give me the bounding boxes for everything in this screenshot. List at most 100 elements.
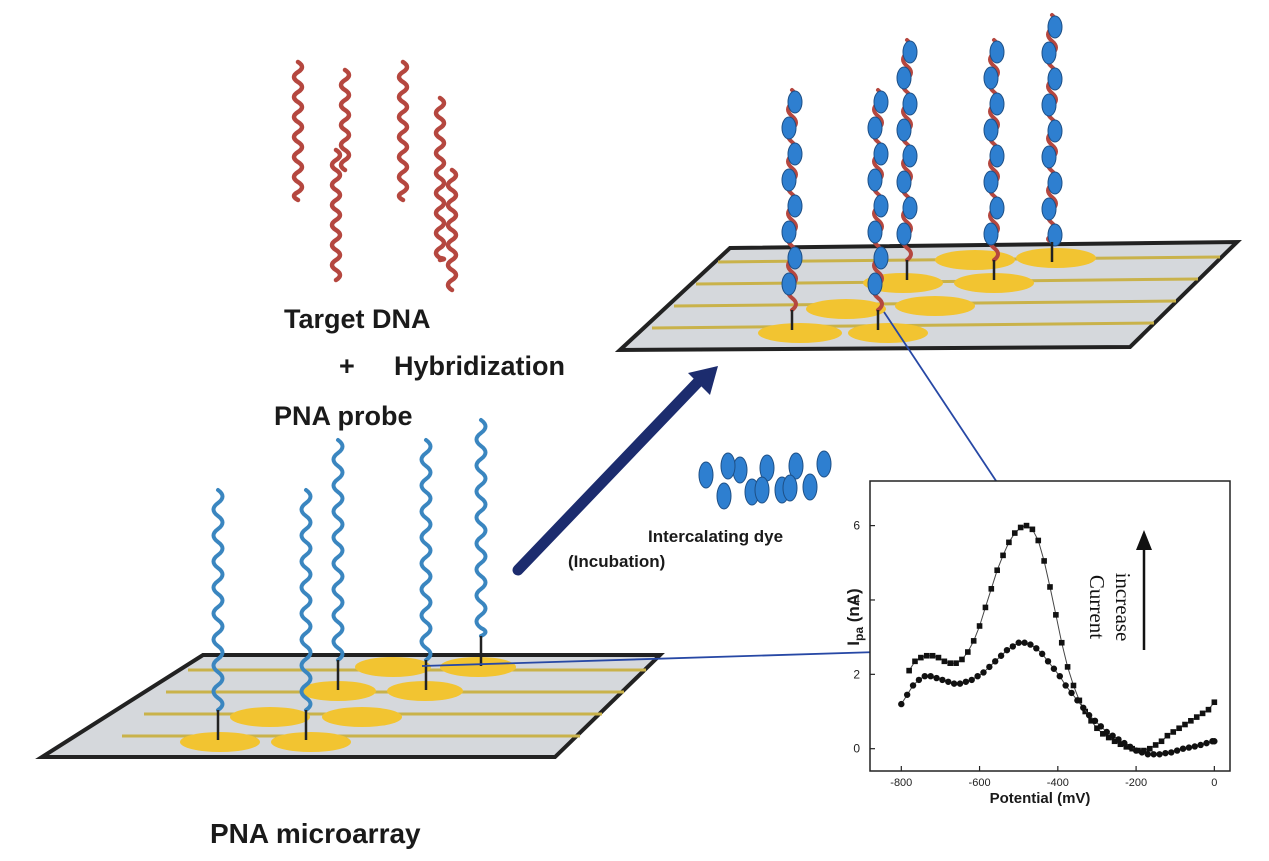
data-point-circle: [1033, 645, 1040, 652]
intercalating-dye-label: Intercalating dye: [648, 527, 783, 546]
data-point-circle: [898, 700, 905, 708]
gold-electrode-spot: [954, 273, 1034, 293]
data-point-square: [923, 652, 930, 659]
data-point-square: [1058, 639, 1065, 646]
data-point-square: [1158, 738, 1165, 745]
bound-dye: [1041, 93, 1057, 117]
data-point-circle: [1179, 745, 1187, 752]
dye-molecule: [802, 473, 818, 501]
bound-dye: [983, 170, 999, 194]
gold-electrode-spot: [806, 299, 886, 319]
duplex-strand: [983, 38, 1005, 280]
target-dna-strands: [291, 59, 459, 293]
bound-dye: [902, 40, 918, 64]
data-point-circle: [927, 672, 934, 680]
pna-probe-strand: [299, 488, 313, 712]
data-point-circle: [933, 674, 940, 682]
bound-dye: [896, 66, 912, 90]
target-dna-label: Target DNA: [284, 304, 431, 334]
data-point-circle: [1138, 749, 1146, 756]
dye-molecule: [788, 452, 804, 480]
data-point-square: [982, 604, 989, 611]
data-point-circle: [956, 680, 964, 687]
bound-dye: [873, 246, 889, 270]
duplex-strand: [781, 88, 803, 330]
bound-dye: [983, 222, 999, 246]
data-point-square: [1053, 612, 1059, 618]
data-point-square: [953, 660, 959, 666]
y-tick-label: 2: [853, 667, 860, 681]
data-point-circle: [945, 678, 952, 685]
y-tick-label: 6: [853, 519, 860, 533]
pna-microarray-label: PNA microarray: [210, 818, 421, 849]
series-1: [906, 522, 1218, 754]
chart-x-axis-label: Potential (mV): [990, 790, 1091, 807]
data-point-circle: [1185, 744, 1193, 751]
chip-gold-spots: [180, 657, 516, 752]
x-tick-label: -200: [1125, 777, 1147, 789]
data-point-circle: [1080, 704, 1087, 711]
bound-dye: [781, 168, 797, 192]
duplex-strand: [867, 88, 889, 330]
x-tick-label: -600: [969, 777, 991, 789]
incubation-label: (Incubation): [568, 552, 665, 571]
data-point-square: [929, 652, 936, 659]
data-point-square: [1088, 718, 1094, 724]
gold-electrode-spot: [935, 250, 1015, 270]
data-point-square: [1193, 714, 1200, 720]
bound-dye: [873, 142, 889, 166]
data-point-circle: [1191, 743, 1198, 750]
pna-probe-strand: [474, 418, 488, 638]
bound-dye: [787, 90, 803, 114]
data-point-circle: [1115, 736, 1122, 743]
bound-dye: [781, 116, 797, 140]
data-point-circle: [986, 663, 993, 671]
data-point-square: [1094, 725, 1100, 732]
bound-dye: [873, 194, 889, 218]
bound-dye: [902, 196, 918, 220]
data-point-square: [1152, 742, 1159, 748]
dye-molecule: [698, 461, 714, 489]
target-dna-strand: [445, 167, 459, 293]
gold-electrode-spot: [271, 732, 351, 752]
data-point-circle: [1156, 751, 1163, 758]
data-point-circle: [1211, 738, 1218, 745]
pna-probe-strand: [419, 438, 433, 662]
data-point-square: [941, 658, 948, 665]
dye-molecule: [754, 476, 770, 504]
data-point-square: [947, 660, 954, 666]
bound-dye: [781, 220, 797, 244]
data-point-square: [1117, 741, 1124, 748]
bound-dye: [989, 40, 1005, 64]
bound-dye: [896, 170, 912, 194]
data-point-circle: [1121, 739, 1128, 747]
data-point-square: [912, 658, 918, 665]
current-annotation-line1: Current: [1085, 575, 1109, 639]
data-point-circle: [1144, 751, 1152, 758]
data-point-square: [1123, 744, 1130, 750]
bound-dye: [1041, 41, 1057, 65]
target-dna-strand: [291, 59, 305, 203]
data-point-circle: [1097, 723, 1105, 730]
bound-dye: [902, 92, 918, 116]
data-point-square: [1182, 721, 1188, 728]
bound-dye: [787, 194, 803, 218]
bound-dye: [867, 272, 883, 296]
data-point-square: [970, 638, 977, 644]
data-point-circle: [921, 672, 928, 680]
data-point-square: [1000, 552, 1006, 559]
bound-dye: [1047, 67, 1063, 91]
process-arrow: [512, 366, 718, 576]
bound-dye: [983, 66, 999, 90]
data-point-circle: [1168, 749, 1175, 756]
dye-molecule: [720, 452, 736, 480]
duplex-strand: [1041, 13, 1063, 262]
data-point-square: [1035, 537, 1042, 544]
data-point-square: [935, 654, 942, 661]
bound-dye: [989, 92, 1005, 116]
data-point-square: [918, 654, 924, 661]
data-point-circle: [1027, 641, 1034, 648]
data-point-circle: [1150, 751, 1157, 758]
